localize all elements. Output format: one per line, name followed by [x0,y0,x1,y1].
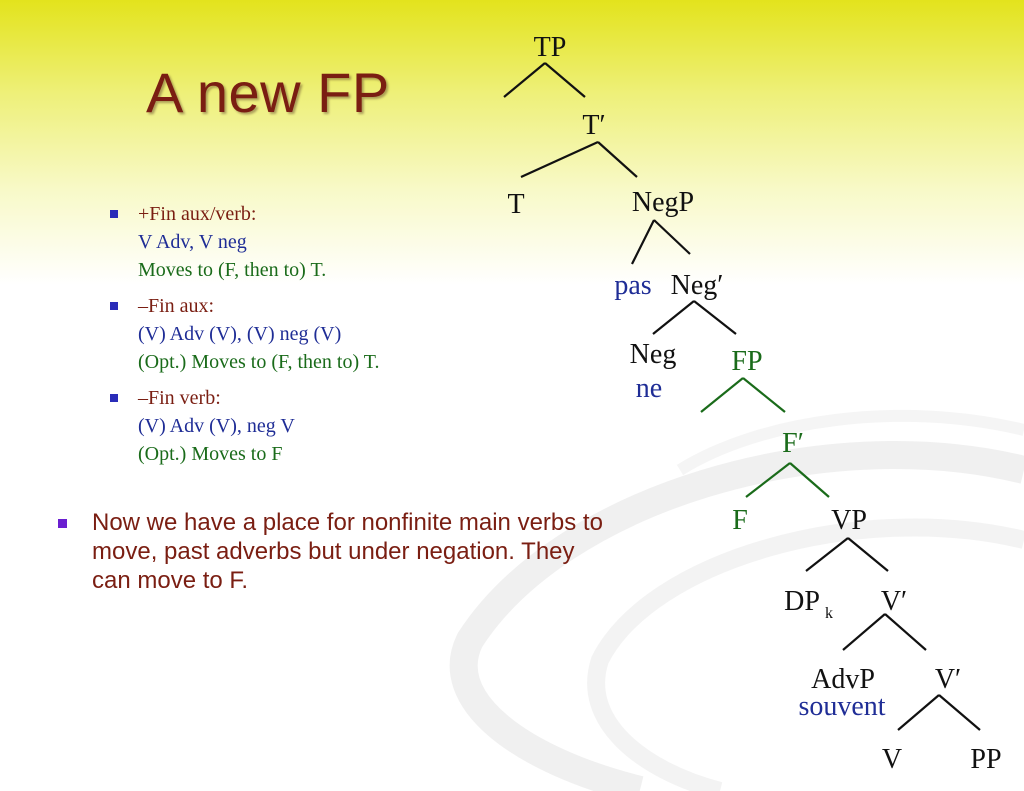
bullet-line-order: (V) Adv (V), neg V [138,415,295,437]
bullet-item: +Fin aux/verb: V Adv, V neg Moves to (F,… [110,200,380,284]
tree-branches-green [700,377,830,498]
bullet-line-movement: Moves to (F, then to) T. [138,259,327,281]
bullet-square-icon [110,394,118,402]
branch-negp-pas [631,219,655,265]
branch-vbar-advp [842,613,886,651]
node-tp: TP [534,32,567,63]
node-fp: FP [731,346,762,377]
node-pas: pas [614,270,651,301]
node-vbar-1: V′ [881,586,907,617]
node-v: V [882,744,902,775]
bullet-heading: –Fin verb: [138,387,221,409]
branch-vp-dp [805,537,849,572]
node-fbar: F′ [782,428,804,459]
branch-fbar-f [745,462,791,498]
node-vbar-2: V′ [935,664,961,695]
node-advp: AdvP [811,664,875,695]
branch-tp-left [503,62,546,98]
bullet-heading: +Fin aux/verb: [138,203,257,225]
bullet-line-order: V Adv, V neg [138,231,247,253]
node-negp: NegP [632,187,694,218]
branch-tbar-negp [597,141,638,178]
node-pp: PP [970,744,1001,775]
branch-vbar-v [897,694,940,731]
bullet-item: –Fin aux: (V) Adv (V), (V) neg (V) (Opt.… [110,292,380,376]
node-neg: Neg [630,339,677,370]
branch-fp-fbar [742,377,786,413]
bullet-line-movement: (Opt.) Moves to (F, then to) T. [138,351,380,373]
slide-title: A new FP [146,61,390,124]
branch-fbar-vp [789,462,830,498]
bullet-item: –Fin verb: (V) Adv (V), neg V (Opt.) Mov… [110,384,380,468]
bullet-line-order: (V) Adv (V), (V) neg (V) [138,323,342,345]
node-f: F [732,505,748,536]
node-dp: DP [784,586,820,617]
branch-vbar-pp [938,694,981,731]
summary-note: Now we have a place for nonfinite main v… [58,508,618,595]
bullet-square-icon [110,302,118,310]
node-negbar: Neg′ [671,270,724,301]
branch-vbar-vbar [884,613,927,651]
branch-negbar-fp [693,300,737,335]
summary-note-text: Now we have a place for nonfinite main v… [92,509,603,594]
branch-tbar-t [520,140,599,179]
bullet-square-icon [110,210,118,218]
branch-negbar-neg [652,300,695,335]
tree-branches-black [503,62,981,731]
bullet-heading: –Fin aux: [138,295,215,317]
node-dp-subscript: k [825,605,833,622]
branch-vp-vbar [847,537,889,572]
bullet-line-movement: (Opt.) Moves to F [138,443,283,465]
note-bullet-icon [58,519,67,528]
bullet-list: +Fin aux/verb: V Adv, V neg Moves to (F,… [110,200,380,476]
branch-fp-left [700,377,744,413]
node-vp: VP [831,505,867,536]
branch-negp-negbar [653,219,691,255]
node-ne: ne [636,373,662,404]
node-t: T [507,189,524,220]
node-tbar: T′ [582,110,605,141]
node-souvent: souvent [798,691,885,722]
branch-tp-tbar [544,62,586,98]
